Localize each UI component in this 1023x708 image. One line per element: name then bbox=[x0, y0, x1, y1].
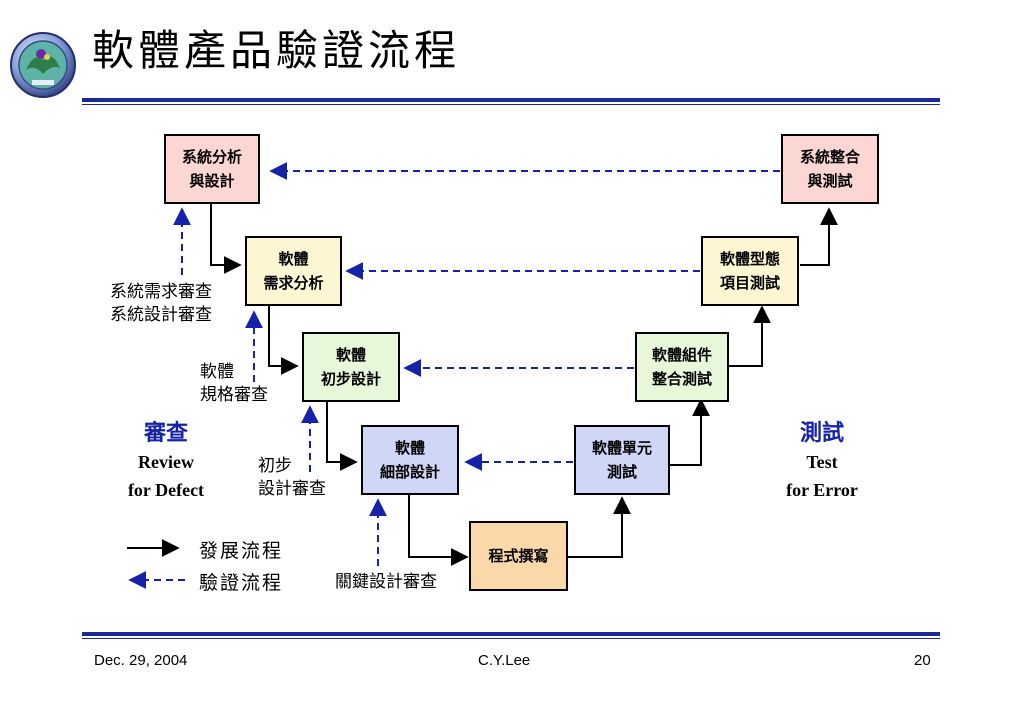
box-line: 整合測試 bbox=[651, 370, 712, 388]
label-line: 系統設計審查 bbox=[110, 305, 212, 325]
box-line: 與測試 bbox=[807, 172, 853, 190]
box-line: 軟體 bbox=[278, 250, 309, 268]
test-heading-en-2: for Error bbox=[786, 480, 858, 500]
footer-author: C.Y.Lee bbox=[478, 652, 531, 669]
footer-date: Dec. 29, 2004 bbox=[94, 652, 188, 669]
label-line: 軟體 bbox=[200, 362, 234, 382]
university-seal-logo bbox=[8, 30, 78, 100]
review-heading: 審查 Review for Defect bbox=[102, 418, 230, 504]
box-line: 系統整合 bbox=[799, 148, 860, 166]
box-line: 細部設計 bbox=[379, 463, 440, 481]
header-rule bbox=[82, 98, 940, 102]
box-software-unit-test: 軟體單元 測試 bbox=[574, 425, 670, 495]
box-line: 測試 bbox=[606, 463, 637, 481]
review-heading-cn: 審查 bbox=[143, 420, 188, 446]
label-system-review: 系統需求審查 系統設計審查 bbox=[110, 281, 212, 327]
box-software-preliminary-design: 軟體 初步設計 bbox=[302, 332, 400, 402]
review-heading-en-2: for Defect bbox=[127, 480, 205, 500]
label-critical-design-review: 關鍵設計審查 bbox=[335, 572, 437, 592]
label-preliminary-design-review: 初步 設計審查 bbox=[258, 455, 326, 501]
footer-rule bbox=[82, 632, 940, 636]
box-line: 軟體 bbox=[394, 439, 425, 457]
box-line: 需求分析 bbox=[263, 274, 324, 292]
footer-rule-thin bbox=[82, 638, 940, 639]
page-title: 軟體產品驗證流程 bbox=[92, 26, 461, 75]
label-line: 初步 bbox=[258, 456, 292, 476]
box-line: 程式撰寫 bbox=[488, 547, 549, 565]
test-heading-en-1: Test bbox=[806, 452, 838, 472]
label-line: 規格審查 bbox=[200, 385, 268, 405]
development-flow-lines bbox=[210, 203, 838, 566]
box-software-requirements-analysis: 軟體 需求分析 bbox=[245, 236, 342, 306]
review-heading-en-1: Review bbox=[138, 452, 194, 472]
box-coding: 程式撰寫 bbox=[469, 521, 568, 591]
box-line: 軟體型態 bbox=[719, 250, 780, 268]
box-line: 軟體組件 bbox=[651, 346, 712, 364]
label-spec-review: 軟體 規格審查 bbox=[200, 361, 268, 407]
legend-verification: 驗證流程 bbox=[199, 572, 284, 594]
box-software-component-integration-test: 軟體組件 整合測試 bbox=[635, 332, 729, 402]
box-line: 初步設計 bbox=[320, 370, 381, 388]
header-rule-thin bbox=[82, 104, 940, 105]
box-line: 軟體 bbox=[335, 346, 366, 364]
box-line: 項目測試 bbox=[719, 274, 780, 292]
box-line: 與設計 bbox=[189, 172, 235, 190]
test-heading: 測試 Test for Error bbox=[760, 418, 884, 504]
verification-flow-lines bbox=[173, 162, 780, 566]
legend-development: 發展流程 bbox=[199, 540, 284, 562]
box-software-configuration-test: 軟體型態 項目測試 bbox=[701, 236, 799, 306]
footer-page-number: 20 bbox=[914, 652, 931, 669]
box-line: 系統分析 bbox=[181, 148, 242, 166]
label-line: 系統需求審查 bbox=[110, 282, 212, 302]
box-system-integration-test: 系統整合 與測試 bbox=[781, 134, 879, 204]
box-system-analysis-design: 系統分析 與設計 bbox=[164, 134, 260, 204]
box-software-detail-design: 軟體 細部設計 bbox=[361, 425, 459, 495]
box-line: 軟體單元 bbox=[591, 439, 652, 457]
test-heading-cn: 測試 bbox=[799, 420, 844, 446]
label-line: 設計審查 bbox=[258, 479, 326, 499]
